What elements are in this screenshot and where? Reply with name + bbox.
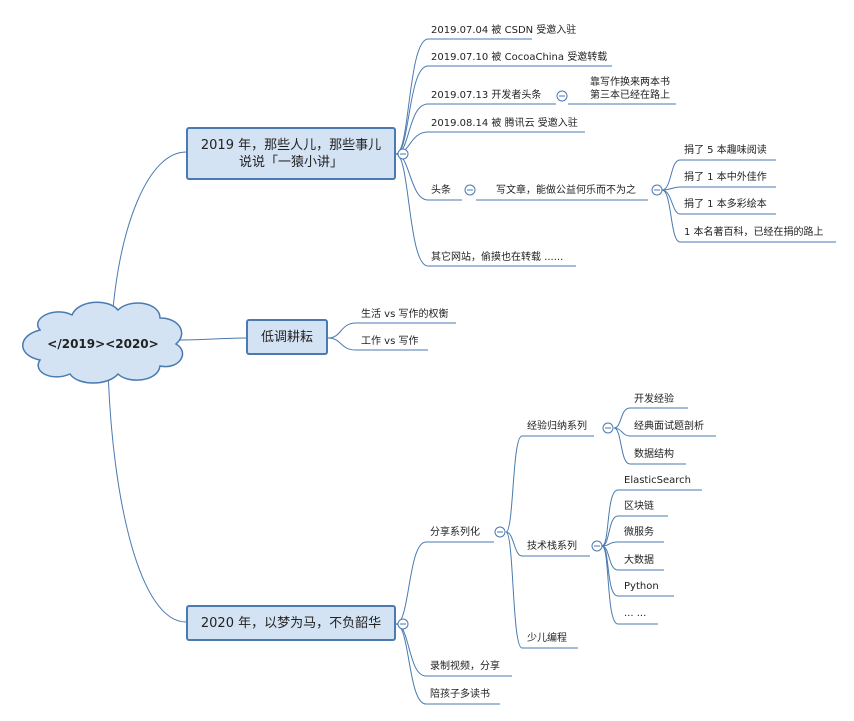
donation-4[interactable]: 1 本名著百科，已经在捐的路上 <box>684 227 824 238</box>
connector-2019-others <box>395 153 429 267</box>
subtopic-csdn[interactable]: 2019.07.04 被 CSDN 受邀入驻 <box>431 25 577 36</box>
topic-2019-line1: 2019 年，那些人儿，那些事儿 <box>200 137 382 153</box>
exp-dev[interactable]: 开发经验 <box>634 394 674 405</box>
connector-2019-toutiao <box>395 153 429 201</box>
exp-data-structure[interactable]: 数据结构 <box>634 449 674 460</box>
note-dev-toutiao-line1[interactable]: 靠写作换来两本书 <box>590 77 670 88</box>
donation-2[interactable]: 捐了 1 本中外佳作 <box>684 172 767 183</box>
connector-2019-devtt <box>395 103 429 155</box>
connector-center-mid <box>174 337 247 341</box>
tech-microservices[interactable]: 微服务 <box>624 527 654 538</box>
subtopic-tencent[interactable]: 2019.08.14 被 腾讯云 受邀入驻 <box>431 118 578 129</box>
tech-more[interactable]: ... ... <box>624 608 647 619</box>
subtopic-reading[interactable]: 陪孩子多读书 <box>430 689 490 700</box>
topic-mid-label: 低调耕耘 <box>260 329 313 345</box>
topic-2019-line2: 说说「一猿小讲」 <box>238 154 343 170</box>
subtopic-life-vs-writing[interactable]: 生活 vs 写作的权衡 <box>361 309 449 320</box>
tech-python[interactable]: Python <box>624 581 659 592</box>
connector-center-2019 <box>111 151 187 321</box>
tech-blockchain[interactable]: 区块链 <box>624 501 654 512</box>
subtopic-share-series[interactable]: 分享系列化 <box>430 527 480 538</box>
connector-center-2020 <box>107 367 187 623</box>
subtopic-cocoachina[interactable]: 2019.07.10 被 CocoaChina 受邀转载 <box>431 52 608 63</box>
note-dev-toutiao-line2[interactable]: 第三本已经在路上 <box>590 90 670 101</box>
subtopic-dev-toutiao[interactable]: 2019.07.13 开发者头条 <box>431 90 542 101</box>
donation-3[interactable]: 捐了 1 本多彩绘本 <box>684 199 767 210</box>
tech-bigdata[interactable]: 大数据 <box>624 555 654 566</box>
subtopic-kids-programming[interactable]: 少儿编程 <box>527 633 567 644</box>
subtopic-tech-series[interactable]: 技术栈系列 <box>527 541 577 552</box>
subtopic-toutiao[interactable]: 头条 <box>431 185 451 196</box>
topic-2019[interactable]: 2019 年，那些人儿，那些事儿 说说「一猿小讲」 <box>186 127 396 180</box>
topic-2020-label: 2020 年，以梦为马，不负韶华 <box>200 615 382 631</box>
donation-1[interactable]: 捐了 5 本趣味阅读 <box>684 145 767 156</box>
subtopic-others[interactable]: 其它网站，偷摸也在转载 ...... <box>431 252 564 263</box>
exp-interview[interactable]: 经典面试题剖析 <box>634 421 704 432</box>
subtopic-exp-series[interactable]: 经验归纳系列 <box>527 421 587 432</box>
center-cloud-shape <box>22 301 184 384</box>
subtopic-toutiao-charity[interactable]: 写文章，能做公益何乐而不为之 <box>496 185 636 196</box>
tech-elasticsearch[interactable]: ElasticSearch <box>624 475 691 486</box>
subtopic-video[interactable]: 录制视频，分享 <box>430 661 500 672</box>
topic-2020[interactable]: 2020 年，以梦为马，不负韶华 <box>186 605 396 641</box>
center-topic-label[interactable]: </2019><2020> <box>47 337 159 351</box>
subtopic-work-vs-writing[interactable]: 工作 vs 写作 <box>361 336 419 347</box>
topic-mid[interactable]: 低调耕耘 <box>246 319 328 355</box>
